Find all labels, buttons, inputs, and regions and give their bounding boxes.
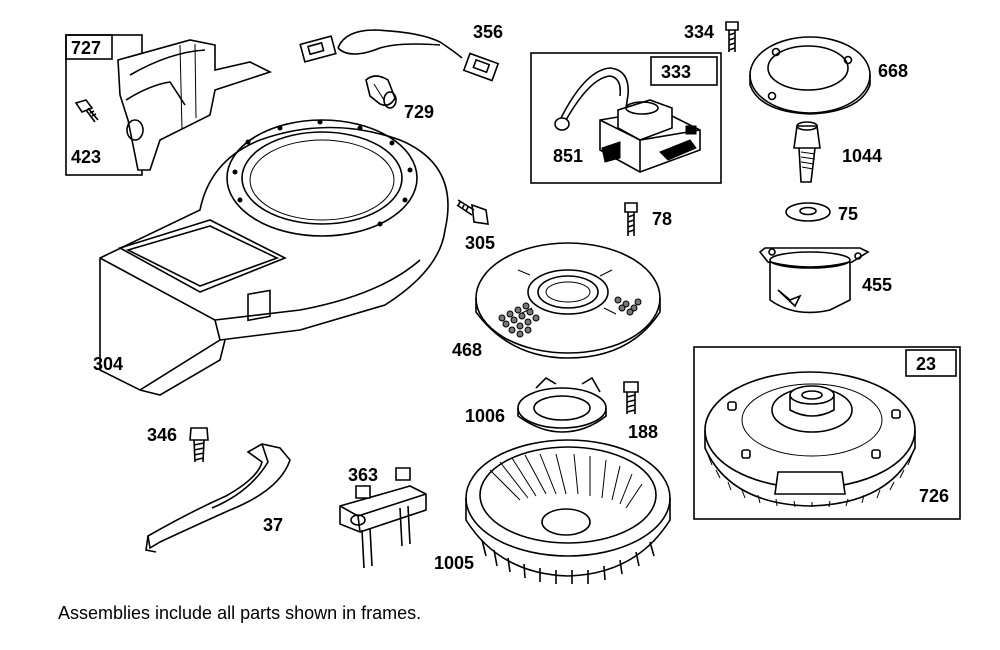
label-188: 188 xyxy=(628,422,658,442)
label-1005: 1005 xyxy=(434,553,474,573)
frame-333: 333 xyxy=(530,52,722,184)
label-1044: 1044 xyxy=(842,146,882,166)
label-726: 726 xyxy=(919,486,949,506)
label-668: 668 xyxy=(878,61,908,81)
part-78-screw xyxy=(624,202,638,236)
frame-23: 23 xyxy=(693,346,961,520)
part-356-wire-harness xyxy=(299,29,500,82)
part-423-screw xyxy=(74,99,99,123)
label-75: 75 xyxy=(838,204,858,224)
frame-label-23: 23 xyxy=(916,354,936,374)
label-851: 851 xyxy=(553,146,583,166)
label-78: 78 xyxy=(652,209,672,229)
part-455-cup xyxy=(758,247,870,314)
part-363-bracket xyxy=(339,467,427,569)
label-356: 356 xyxy=(473,22,503,42)
label-729: 729 xyxy=(404,102,434,122)
label-304: 304 xyxy=(93,354,123,374)
label-455: 455 xyxy=(862,275,892,295)
label-468: 468 xyxy=(452,340,482,360)
label-37: 37 xyxy=(263,515,283,535)
part-188-screw xyxy=(623,381,639,414)
part-729-grommet xyxy=(365,75,397,109)
part-23-flywheel xyxy=(704,371,916,508)
frame-label-727: 727 xyxy=(71,38,101,58)
frame-label-333: 333 xyxy=(661,62,691,82)
label-363: 363 xyxy=(348,465,378,485)
part-305-screw xyxy=(456,199,489,225)
part-37-guide xyxy=(145,443,291,553)
label-423: 423 xyxy=(71,147,101,167)
assemblies-caption: Assemblies include all parts shown in fr… xyxy=(58,603,422,623)
label-1006: 1006 xyxy=(465,406,505,426)
screen-mesh-right xyxy=(614,296,642,316)
part-1006-ring xyxy=(517,376,607,433)
label-305: 305 xyxy=(465,233,495,253)
part-1005-fan xyxy=(465,439,671,584)
part-75-washer xyxy=(785,202,831,222)
part-468-screen xyxy=(475,242,661,359)
part-668-plate xyxy=(749,36,871,115)
part-727-deflector xyxy=(117,39,273,171)
part-1044-bolt xyxy=(793,121,821,183)
part-304-blower-housing xyxy=(99,119,449,396)
part-333-armature xyxy=(554,67,701,173)
part-334-screw xyxy=(725,21,739,52)
label-334: 334 xyxy=(684,22,714,42)
label-346: 346 xyxy=(147,425,177,445)
screen-mesh-left xyxy=(498,302,540,338)
part-346-screw xyxy=(189,427,209,463)
